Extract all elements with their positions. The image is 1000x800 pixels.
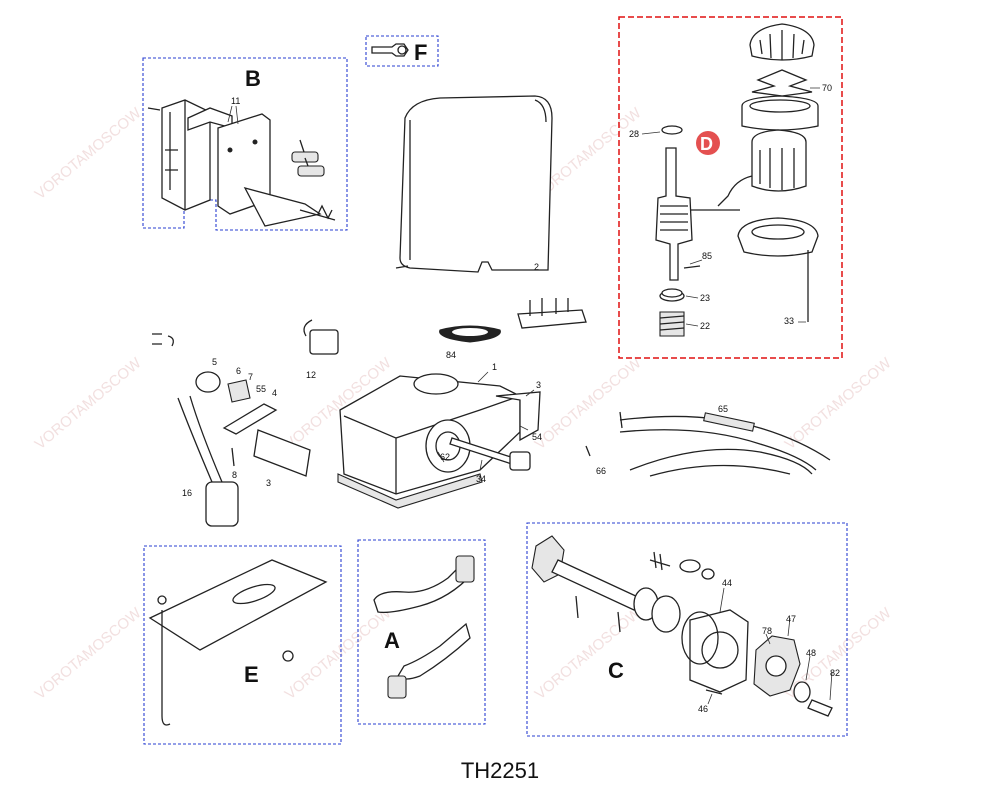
part-number: 55 — [256, 384, 266, 394]
group-b-frame — [142, 57, 348, 231]
part-number: 3 — [266, 478, 271, 488]
drive-shaft — [551, 559, 641, 611]
cable-harness: 65 66 — [585, 404, 831, 477]
group-b: B 11 — [142, 57, 348, 231]
group-a-label: A — [384, 628, 400, 653]
group-a-frame — [357, 539, 486, 725]
group-c-label: C — [608, 658, 624, 683]
part-number: 33 — [784, 316, 794, 326]
release-cover — [253, 429, 311, 477]
washer — [793, 681, 811, 703]
cable-sleeve — [703, 412, 755, 432]
part-number: 6 — [236, 366, 241, 376]
motor-endcap — [741, 95, 819, 131]
base-plate — [148, 559, 328, 651]
group-f-label: F — [414, 40, 427, 65]
watermark-text: VOROTAMOSCOW — [532, 354, 645, 453]
group-e-frame — [143, 545, 342, 745]
washer — [661, 125, 683, 135]
side-cover — [495, 391, 541, 442]
left-parts: 5 6 7 55 4 3 8 16 — [152, 333, 311, 527]
group-c: 44 78 47 48 82 46 C — [526, 522, 848, 737]
release-lever — [227, 379, 251, 403]
group-d-label: D — [700, 134, 713, 154]
part-number: 82 — [830, 668, 840, 678]
watermark-text: VOROTAMOSCOW — [532, 604, 645, 703]
watermark-text: VOROTAMOSCOW — [32, 104, 145, 203]
part-number: 8 — [232, 470, 237, 480]
fan-blades — [751, 69, 813, 97]
part-number: 7 — [248, 372, 253, 382]
part-number: 85 — [702, 251, 712, 261]
part-number: 70 — [822, 83, 832, 93]
motor-stator — [751, 129, 807, 192]
part-number: 12 — [306, 370, 316, 380]
motor-flange — [737, 217, 819, 257]
group-d-badge — [696, 131, 720, 155]
group-b-label: B — [245, 66, 261, 91]
part-number: 34 — [476, 474, 486, 484]
part-number: 66 — [596, 466, 606, 476]
part-number: 84 — [446, 350, 456, 360]
group-e-label: E — [244, 662, 259, 687]
part-number: 3 — [536, 380, 541, 390]
watermark-text: VOROTAMOSCOW — [32, 604, 145, 703]
part-number: 46 — [698, 704, 708, 714]
watermark-text: VOROTAMOSCOW — [782, 354, 895, 453]
part-number: 78 — [762, 626, 772, 636]
plate-slot — [232, 583, 276, 605]
limit-switch — [291, 151, 319, 163]
terminal-block — [517, 309, 587, 329]
part-number: 2 — [534, 262, 539, 272]
part-number: 44 — [722, 578, 732, 588]
group-d: D 28 70 85 23 22 — [618, 16, 843, 359]
part-number: 1 — [492, 362, 497, 372]
part-number: 47 — [786, 614, 796, 624]
watermark-text: VOROTAMOSCOW — [282, 604, 395, 703]
part-number: 5 — [212, 357, 217, 367]
group-d-frame — [618, 16, 843, 359]
knob — [195, 371, 221, 393]
group-c-frame — [526, 522, 848, 737]
part-number: 16 — [182, 488, 192, 498]
model-label: TH2251 — [460, 758, 540, 783]
part-number: 11 — [231, 96, 240, 106]
limit-switch — [297, 165, 325, 177]
group-f: F — [365, 35, 439, 67]
rack-bracket — [397, 622, 471, 680]
o-ring — [681, 611, 719, 665]
part-number: 23 — [700, 293, 710, 303]
main-assembly: 84 12 1 3 54 62 34 — [303, 298, 587, 509]
capacitor — [205, 481, 239, 527]
gear-housing-cover — [689, 609, 749, 693]
group-f-frame — [365, 35, 439, 67]
part-number: 28 — [629, 129, 639, 139]
part-number: 48 — [806, 648, 816, 658]
watermark-text: VOROTAMOSCOW — [32, 354, 145, 453]
motor-cover: 2 — [395, 95, 553, 273]
capacitor-bracket — [309, 329, 339, 355]
part-number: 62 — [440, 452, 450, 462]
part-number: 4 — [272, 388, 277, 398]
part-number: 65 — [718, 404, 728, 414]
group-a: A — [357, 539, 486, 725]
group-e: E — [143, 545, 342, 745]
part-number: 54 — [532, 432, 542, 442]
part-number: 22 — [700, 321, 710, 331]
bolt — [807, 699, 833, 717]
